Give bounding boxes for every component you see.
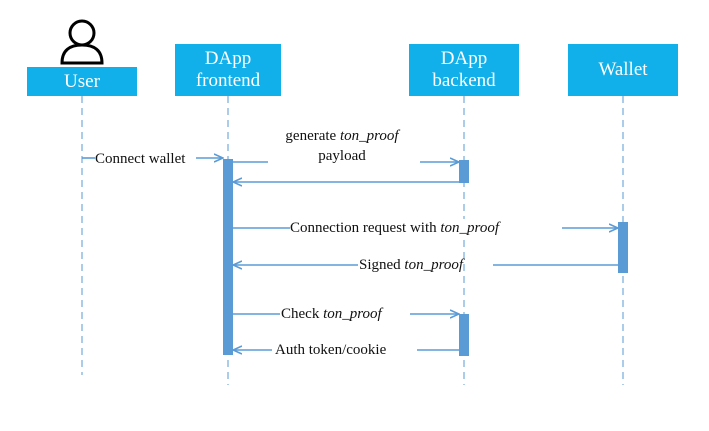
- message-signed-em: ton_proof: [404, 257, 464, 273]
- message-signed-pre: Signed: [359, 257, 405, 273]
- message-connection-request-pre: Connection request with: [290, 220, 441, 236]
- message-generate-line2: payload: [318, 148, 366, 164]
- actor-backend-line1: DApp: [440, 48, 488, 69]
- actor-backend-line2: backend: [432, 70, 496, 91]
- message-generate-pre: generate: [285, 128, 340, 144]
- message-check-pre: Check: [281, 306, 324, 322]
- actor-user-label: User: [64, 70, 100, 92]
- message-auth: Auth token/cookie: [275, 341, 387, 359]
- activation-wallet: [618, 222, 628, 273]
- activation-backend-2: [459, 314, 469, 356]
- actor-frontend-line1: DApp: [204, 48, 252, 69]
- actor-user: User: [27, 67, 137, 96]
- actor-dapp-backend: DApp backend: [409, 44, 519, 96]
- message-check: Check ton_proof: [281, 305, 382, 323]
- message-connect-wallet-text: Connect wallet: [95, 151, 186, 167]
- actor-dapp-frontend: DApp frontend: [175, 44, 281, 96]
- message-connect-wallet: Connect wallet: [95, 150, 186, 168]
- activation-frontend: [223, 159, 233, 355]
- actor-frontend-line2: frontend: [195, 70, 261, 91]
- message-auth-text: Auth token/cookie: [275, 342, 387, 358]
- message-signed: Signed ton_proof: [359, 256, 464, 274]
- message-check-em: ton_proof: [323, 306, 382, 322]
- activation-backend-1: [459, 160, 469, 183]
- actor-wallet-label: Wallet: [598, 59, 648, 80]
- user-person-icon: [60, 19, 104, 65]
- message-generate-em: ton_proof: [339, 128, 399, 144]
- message-connection-request-em: ton_proof: [440, 220, 500, 236]
- message-connection-request: Connection request with ton_proof: [290, 219, 500, 237]
- message-generate-payload: generate ton_proof payload: [268, 127, 416, 165]
- actor-wallet: Wallet: [568, 44, 678, 96]
